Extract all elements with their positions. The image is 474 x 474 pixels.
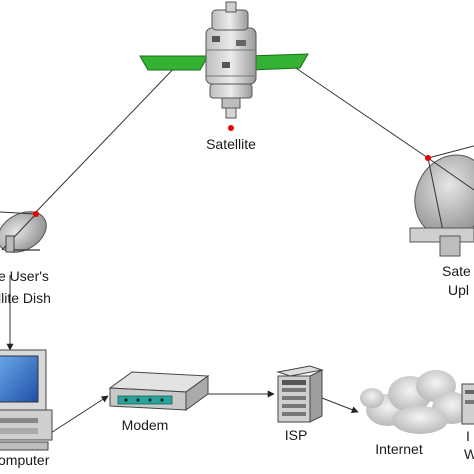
isp-label: ISP [284, 427, 308, 443]
web-server-label-line2: W [464, 446, 474, 462]
link-user-dish-to-satellite [35, 61, 181, 213]
uplink-dish-beacon [425, 155, 431, 161]
satellite-icon [139, 1, 309, 131]
solar-panel-right [247, 53, 309, 71]
link-uplink-to-satellite [286, 61, 429, 159]
isp-server-icon [276, 365, 324, 423]
web-server-label-line1: I [466, 428, 470, 444]
internet-cloud-icon [360, 370, 472, 434]
uplink-satellite-dish-icon [409, 145, 474, 257]
modem-label: Modem [121, 417, 169, 433]
connection-lines [6, 61, 429, 441]
uplink-dish-label-line2: Upl [448, 282, 470, 298]
user-dish-label-line1: e User's [0, 268, 49, 284]
modem-icon [108, 371, 210, 411]
internet-label: Internet [375, 441, 423, 457]
web-server-icon [461, 383, 474, 425]
computer-icon [0, 349, 53, 451]
satellite-label: Satellite [206, 136, 256, 152]
link-isp-to-internet [321, 397, 359, 413]
user-satellite-dish-icon [0, 211, 47, 253]
solar-panel-left [139, 55, 209, 71]
computer-label: omputer [0, 452, 50, 468]
satellite-beacon [228, 125, 234, 131]
uplink-dish-label-line1: Sate [442, 263, 471, 279]
user-dish-beacon [33, 211, 39, 217]
user-dish-label-line2: llite Dish [0, 290, 51, 306]
